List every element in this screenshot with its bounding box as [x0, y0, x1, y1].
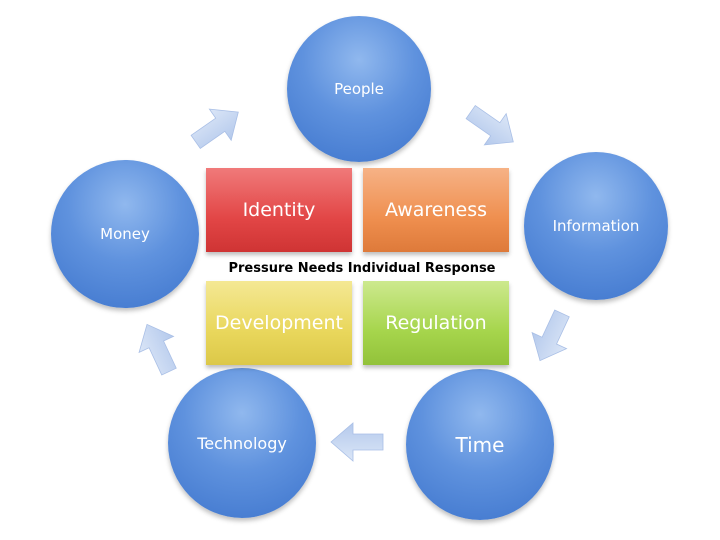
node-time-label: Time: [455, 432, 505, 457]
arrow-technology-to-money: [138, 323, 177, 376]
arrow-time-to-technology: [330, 422, 384, 462]
box-development: Development: [206, 281, 352, 365]
box-regulation-label: Regulation: [385, 312, 487, 334]
box-identity-label: Identity: [242, 199, 316, 221]
node-information: Information: [524, 152, 668, 300]
node-people-label: People: [334, 80, 384, 98]
box-identity: Identity: [206, 168, 352, 252]
box-regulation: Regulation: [363, 281, 509, 365]
node-technology: Technology: [168, 368, 316, 518]
arrow-people-to-information: [465, 104, 514, 146]
box-awareness: Awareness: [363, 168, 509, 252]
node-time: Time: [406, 369, 554, 520]
node-technology-label: Technology: [197, 433, 287, 453]
diagram-title: Pressure Needs Individual Response: [228, 260, 496, 276]
box-awareness-label: Awareness: [384, 199, 488, 221]
box-development-label: Development: [215, 312, 343, 334]
node-money-label: Money: [100, 225, 150, 243]
arrow-information-to-time: [531, 309, 570, 362]
arrow-money-to-people: [190, 108, 239, 150]
node-people: People: [287, 16, 431, 162]
node-information-label: Information: [552, 217, 640, 235]
node-money: Money: [51, 160, 199, 308]
